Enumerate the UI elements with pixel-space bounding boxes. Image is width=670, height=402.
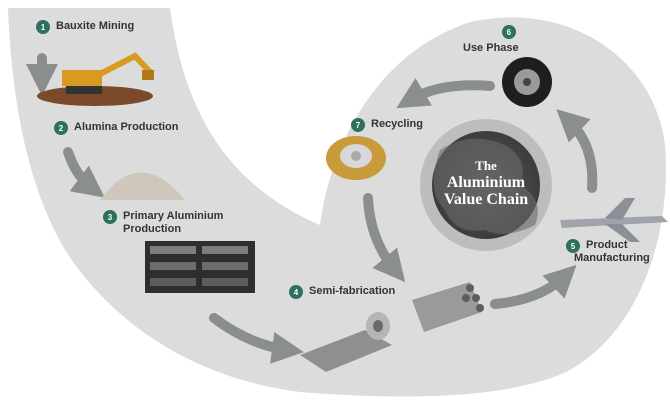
step-6-label: Use Phase [463,42,519,54]
step-5-label-line2: Manufacturing [574,252,650,264]
swoosh-band [8,8,666,397]
arrow-3-4 [209,313,304,364]
world-map-icon [433,138,538,234]
arrow-7-semi [363,193,406,283]
arrow-6-7 [396,78,495,109]
excavator-icon [37,52,154,106]
crushed-can-icon [326,136,386,180]
step-1-label: Bauxite Mining [56,20,135,32]
step-2-badge: 2 [54,121,68,135]
step-7-recycling: 7 Recycling [351,118,423,132]
step-6-badge: 6 [501,25,516,39]
step-7-badge: 7 [351,118,365,132]
step-3-badge: 3 [103,210,117,224]
step-6-use-phase: 6 Use Phase [463,25,519,55]
arrow-2-3 [63,147,105,198]
ingot-stack-icon [145,241,255,293]
step-3-label: Primary Aluminium [123,210,224,222]
step-4-semi-fabrication: 4 Semi-fabrication [289,285,395,299]
airplane-icon [560,198,668,242]
powder-pile-icon [100,172,185,200]
center-title-line2: Aluminium [446,174,526,191]
tire-icon [502,57,552,107]
step-5-label: Product [586,239,628,251]
step-3-label-line2: Production [123,223,182,235]
center-title-line3: Value Chain [443,191,529,208]
step-5-product-manufacturing: 5 Product Manufacturing [566,239,650,265]
step-4-badge: 4 [289,285,303,299]
step-4-label: Semi-fabrication [309,285,396,297]
step-1-badge: 1 [36,20,50,34]
arrow-semi-5 [490,264,577,309]
center-title-line1: The [475,158,497,173]
step-2-label: Alumina Production [74,121,179,133]
tube-bundle-icon [412,282,484,332]
arrow-5-6 [556,109,598,193]
step-2-alumina-production: 2 Alumina Production [54,121,179,135]
step-5-badge: 5 [566,239,580,253]
sheet-roll-icon [300,312,392,372]
step-7-label: Recycling [371,118,423,130]
step-3-primary-aluminium: 3 Primary Aluminium Production [103,210,223,236]
step-1-bauxite-mining: 1 Bauxite Mining [36,20,134,34]
center-title: The Aluminium Value Chain [426,157,546,208]
